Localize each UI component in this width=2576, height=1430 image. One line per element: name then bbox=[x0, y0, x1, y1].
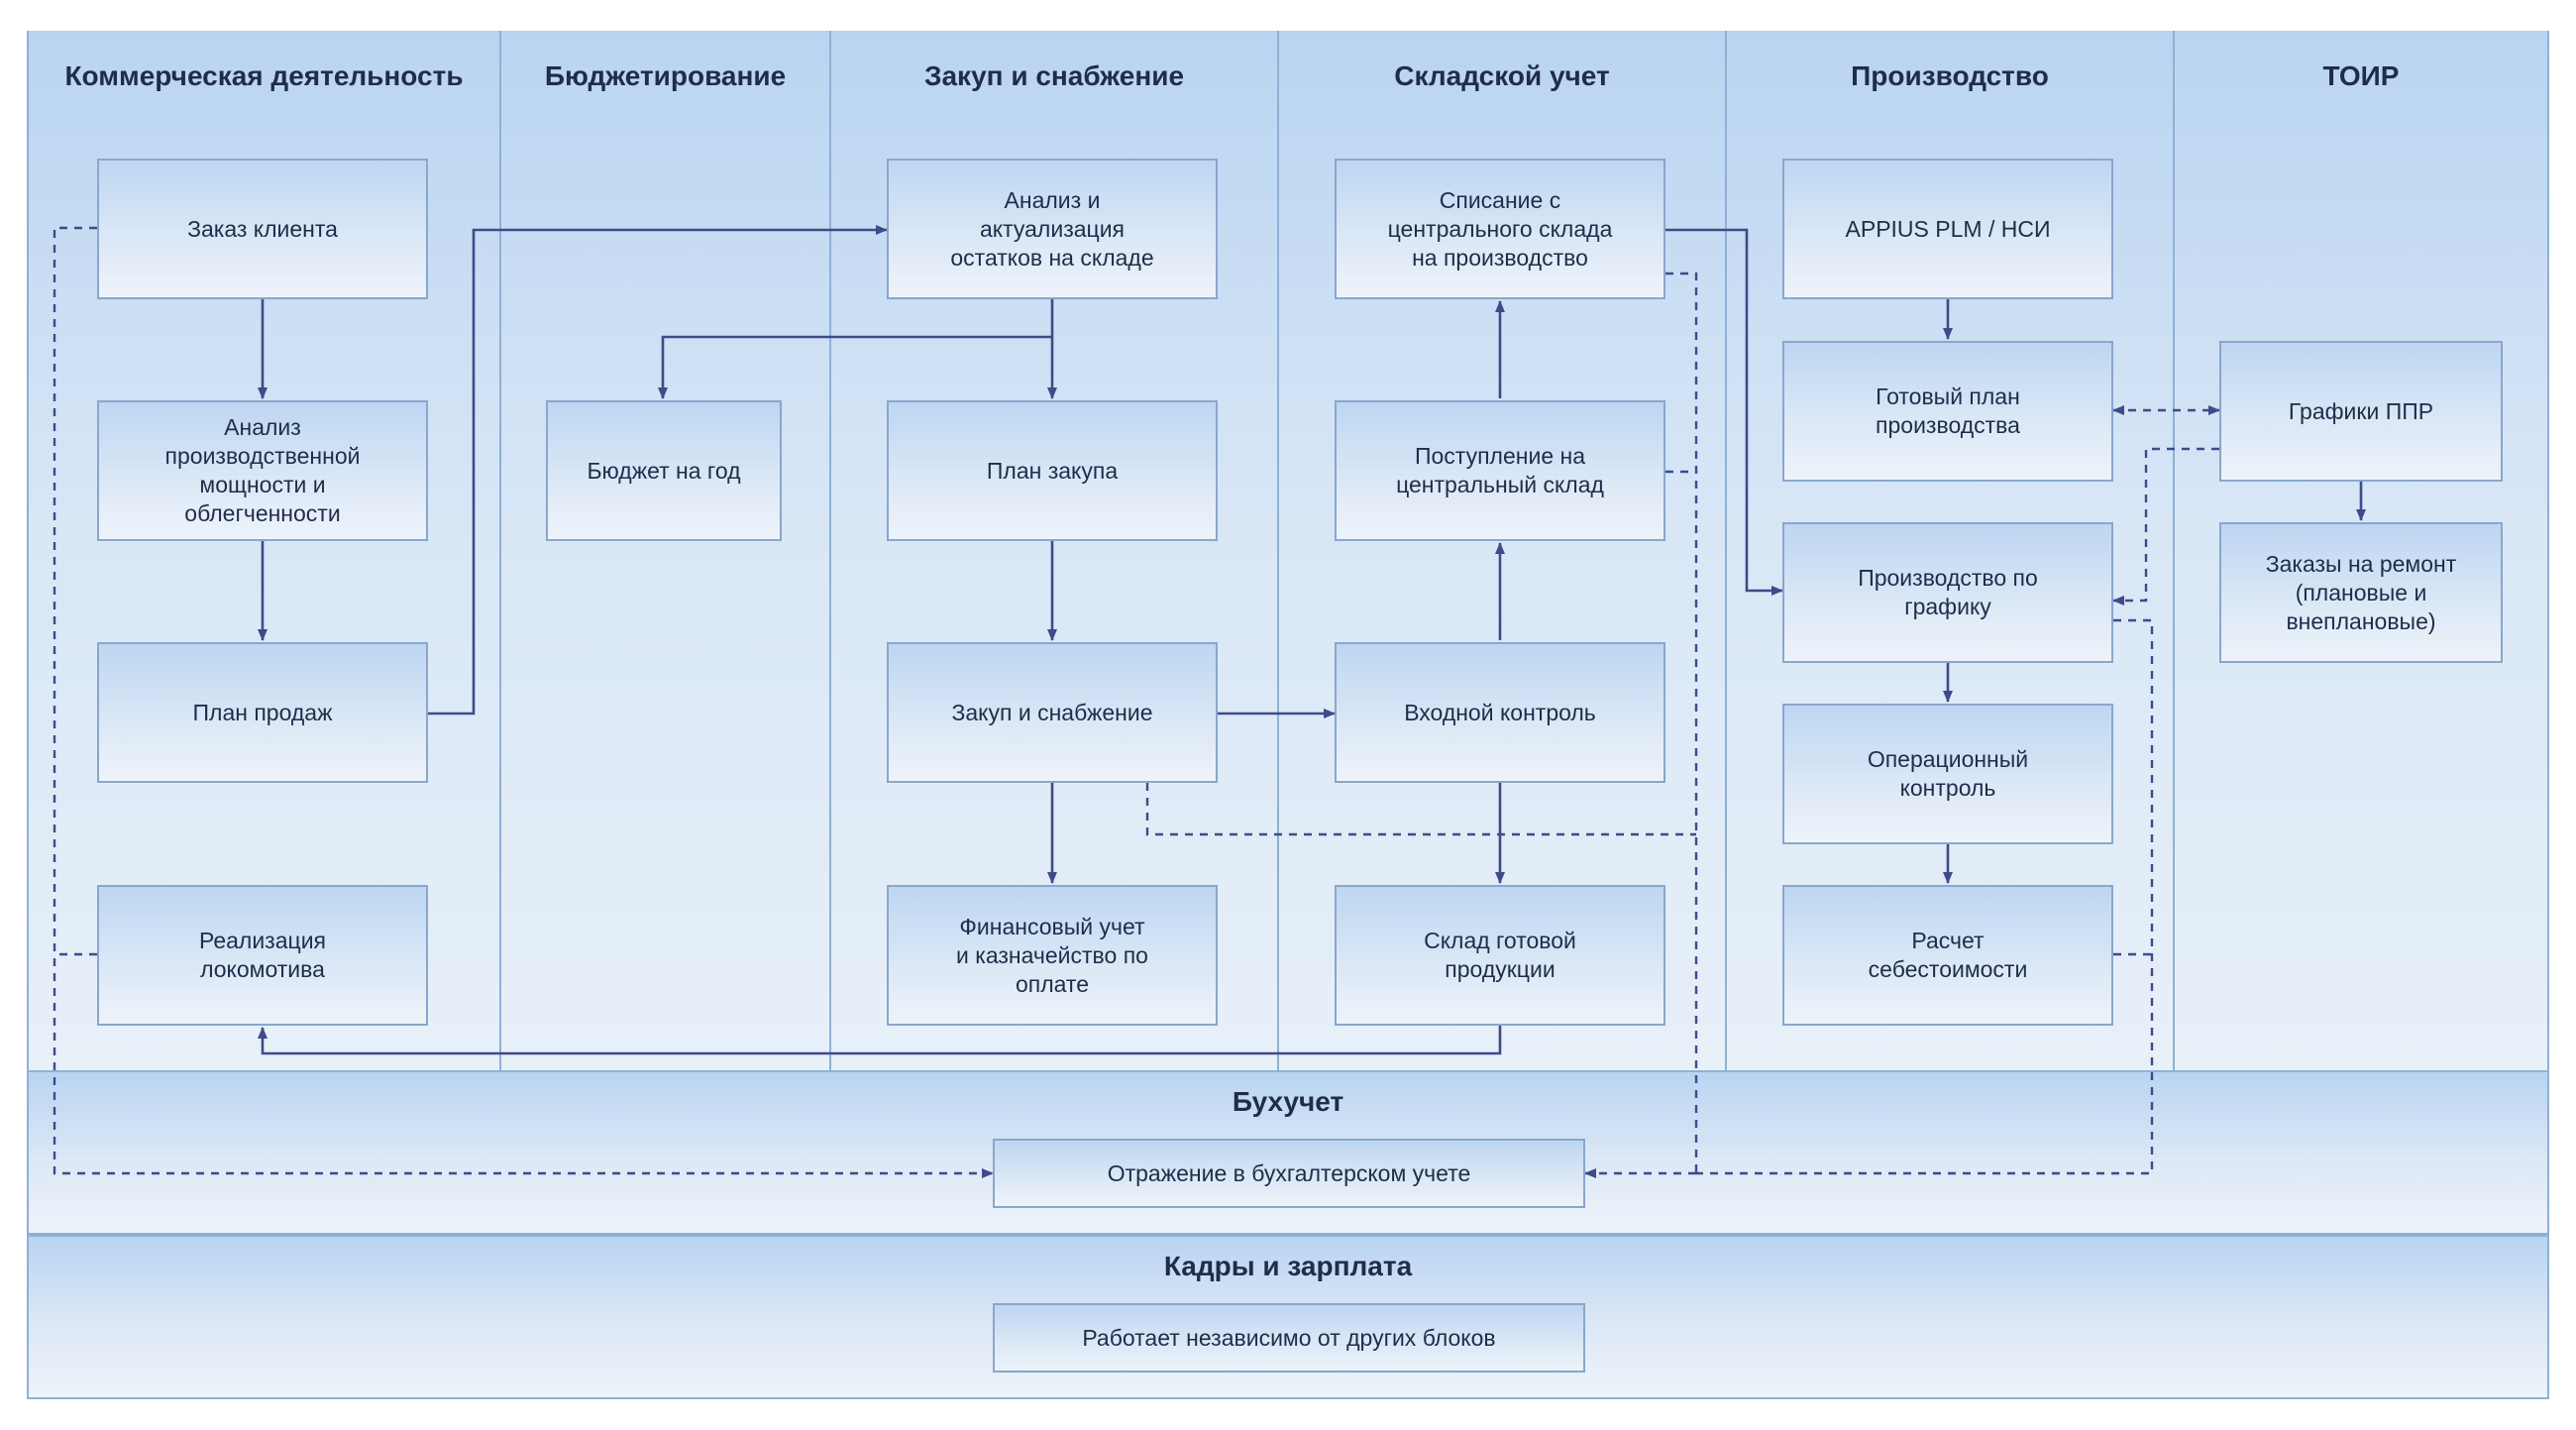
node-costing: Расчет себестоимости bbox=[1782, 885, 2113, 1026]
node-purchase-plan: План закупа bbox=[887, 400, 1218, 541]
band-title-accounting: Бухучет bbox=[1232, 1086, 1344, 1117]
node-finished-goods: Склад готовой продукции bbox=[1335, 885, 1665, 1026]
lane-title-production: Производство bbox=[1851, 60, 2049, 91]
node-loco-sale: Реализация локомотива bbox=[97, 885, 428, 1026]
node-stock-analysis: Анализ и актуализация остатков на складе bbox=[887, 159, 1218, 299]
band-title-hr: Кадры и зарплата bbox=[1163, 1251, 1413, 1281]
lane-budget: Бюджетирование bbox=[499, 31, 829, 1071]
node-ppr-schedules: Графики ППР bbox=[2219, 341, 2503, 482]
node-finance: Финансовый учет и казначейство по оплате bbox=[887, 885, 1218, 1026]
node-procurement: Закуп и снабжение bbox=[887, 642, 1218, 783]
node-year-budget: Бюджет на год bbox=[546, 400, 782, 541]
node-receipt: Поступление на центральный склад bbox=[1335, 400, 1665, 541]
lane-title-warehouse: Складской учет bbox=[1394, 60, 1610, 91]
node-scheduled-production: Производство по графику bbox=[1782, 522, 2113, 663]
node-incoming-control: Входной контроль bbox=[1335, 642, 1665, 783]
node-order: Заказ клиента bbox=[97, 159, 428, 299]
node-capacity: Анализ производственной мощности и облег… bbox=[97, 400, 428, 541]
node-hr-independent: Работает независимо от других блоков bbox=[993, 1303, 1585, 1373]
lane-title-toir: ТОИР bbox=[2322, 60, 2400, 91]
node-sales-plan: План продаж bbox=[97, 642, 428, 783]
lane-title-commercial: Коммерческая деятельность bbox=[64, 60, 464, 91]
node-ready-plan: Готовый план производства bbox=[1782, 341, 2113, 482]
node-accounting-reflect: Отражение в бухгалтерском учете bbox=[993, 1139, 1585, 1208]
node-repair-orders: Заказы на ремонт (плановые и внеплановые… bbox=[2219, 522, 2503, 663]
lane-title-budget: Бюджетирование bbox=[544, 60, 787, 91]
node-operational-control: Операционный контроль bbox=[1782, 704, 2113, 844]
node-plm: APPIUS PLM / НСИ bbox=[1782, 159, 2113, 299]
node-write-off: Списание с центрального склада на произв… bbox=[1335, 159, 1665, 299]
lane-title-purchase: Закуп и снабжение bbox=[923, 60, 1185, 91]
